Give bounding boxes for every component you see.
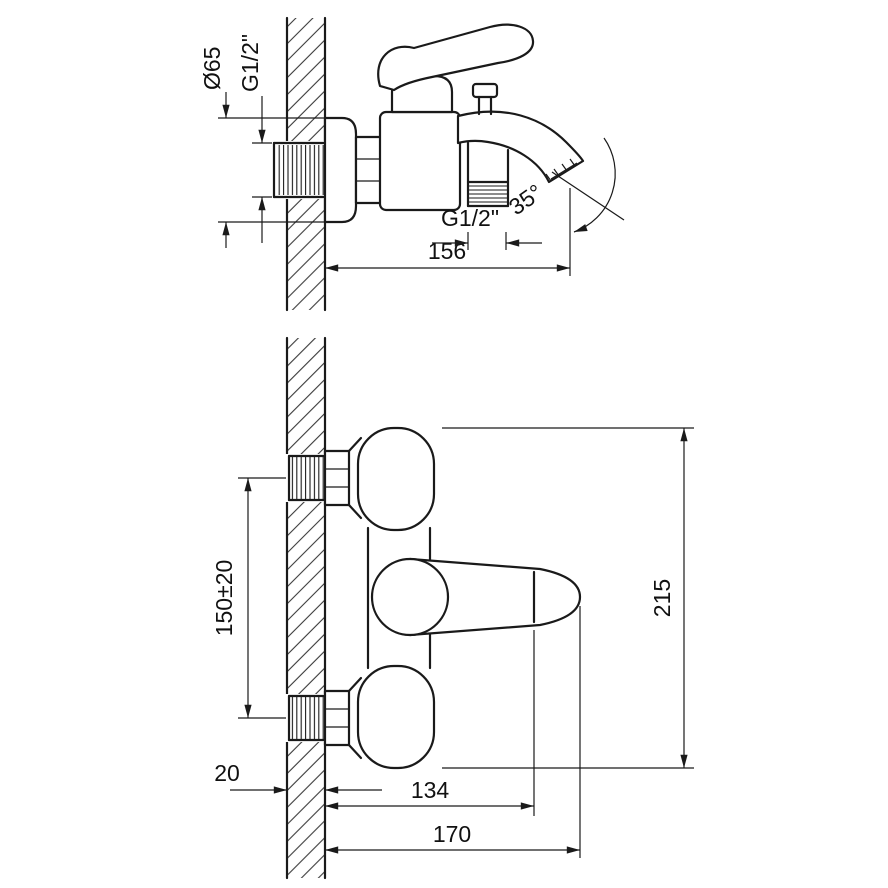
- upper-mounting-nut: [323, 436, 363, 520]
- dim-overall-width-label: 215: [649, 579, 675, 617]
- dim-overall-width: 215: [442, 427, 694, 769]
- dim-spout-angle-label: 35°: [504, 179, 547, 220]
- cartridge-dome-front: [370, 557, 450, 637]
- faucet-body-front: [356, 426, 436, 770]
- escutcheon-side: [323, 116, 358, 224]
- dim-wall-thickness: 20: [214, 760, 382, 794]
- dim-escutcheon-diameter-label: Ø65: [199, 47, 225, 90]
- lever-handle-front: [370, 557, 582, 637]
- front-view: 150±20 215 20 134 170: [211, 336, 694, 880]
- dim-wall-thread: G1/2": [237, 34, 272, 243]
- lower-mounting-nut: [323, 676, 363, 760]
- diverter-knob: [471, 82, 499, 116]
- spout: [456, 110, 585, 184]
- spout-aerator: [545, 158, 578, 182]
- dim-wall-thickness-label: 20: [214, 760, 240, 786]
- lever-handle-side: [377, 23, 535, 92]
- dim-escutcheon-diameter: Ø65: [199, 47, 336, 248]
- dim-depth-to-body-label: 134: [411, 777, 450, 803]
- dim-outlet-thread-label: G1/2": [441, 205, 499, 231]
- side-view: Ø65 G1/2" 156 G1/2" 35°: [199, 16, 625, 312]
- dim-overall-depth-label: 170: [433, 821, 471, 847]
- upper-inlet-thread: [283, 454, 329, 502]
- dim-depth-to-body: 134: [325, 630, 535, 816]
- dim-outlet-thread: G1/2": [432, 205, 542, 250]
- dim-inlet-spacing: 150±20: [211, 477, 286, 719]
- shower-outlet-thread: [466, 141, 510, 208]
- wall-section-front: [285, 336, 327, 880]
- dim-reach-label: 156: [428, 238, 466, 264]
- dim-inlet-spacing-label: 150±20: [211, 560, 237, 637]
- faucet-body-side: [378, 110, 462, 212]
- dim-wall-thread-label: G1/2": [237, 34, 263, 92]
- dim-overall-depth: 170: [325, 606, 581, 858]
- mounting-nut-side: [354, 135, 384, 205]
- lower-inlet-thread: [283, 694, 329, 742]
